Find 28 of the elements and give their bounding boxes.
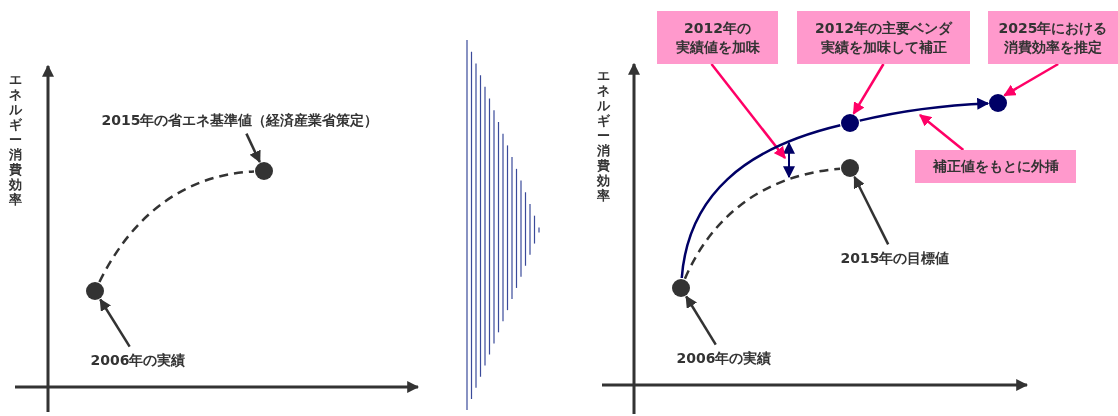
annotation-text: 2015年の目標値: [830, 248, 960, 268]
arrow: [99, 298, 131, 348]
callout-box: 2012年の主要ベンダ実績を加味して補正: [797, 11, 970, 64]
trend-curve: [859, 97, 990, 122]
annotation-text: 2006年の実績: [82, 350, 194, 370]
annotation-text: 2015年の省エネ基準値（経済産業省策定）: [90, 110, 390, 130]
callout-box: 2012年の実績値を加味: [657, 11, 778, 64]
axis-label: エネルギー消費効率: [8, 72, 22, 207]
trend-curve: [680, 124, 841, 279]
dashed-curve: [98, 170, 255, 283]
arrow: [710, 63, 786, 159]
callout-box: 2025年における消費効率を推定: [988, 11, 1118, 64]
data-point: [841, 114, 859, 132]
data-point: [989, 94, 1007, 112]
data-point: [86, 282, 104, 300]
data-point: [255, 162, 273, 180]
arrow: [245, 133, 261, 164]
arrow: [853, 175, 890, 245]
arrow: [1003, 62, 1059, 97]
arrow: [685, 295, 717, 346]
axis-label: エネルギー消費効率: [596, 68, 610, 203]
arrow: [919, 114, 965, 151]
callout-box: 補正値をもとに外挿: [915, 150, 1076, 183]
data-point: [841, 159, 859, 177]
annotation-text: 2006年の実績: [668, 348, 780, 368]
data-point: [672, 279, 690, 297]
dashed-curve: [683, 167, 841, 280]
arrow: [852, 63, 885, 115]
